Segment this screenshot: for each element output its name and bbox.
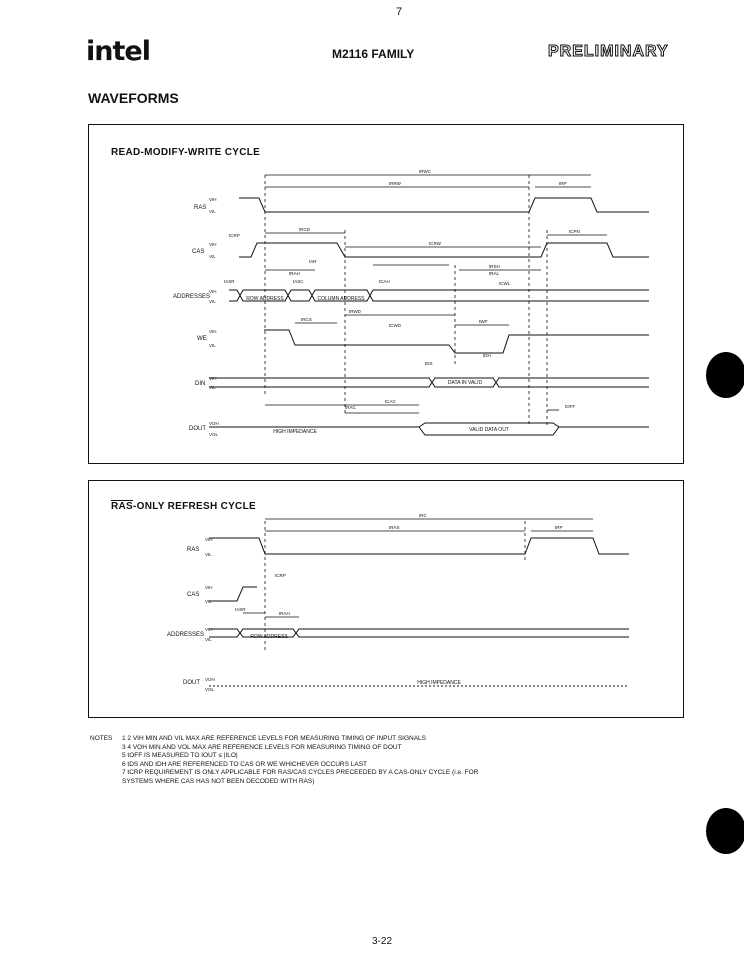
timing-label: tCWL xyxy=(499,281,511,286)
rmw-signal-addresses: ADDRESSES xyxy=(173,294,210,300)
refresh-timing-label: tRC xyxy=(419,513,428,518)
refresh-level: VIL xyxy=(205,637,212,642)
rmw-level: VIL xyxy=(209,385,216,390)
page-title: M2116 FAMILY xyxy=(332,47,415,61)
intel-logo: intel xyxy=(86,36,151,67)
ras-only-panel: RAS-ONLY REFRESH CYCLE RAS CAS ADDR xyxy=(88,480,684,718)
refresh-level: VIH xyxy=(205,585,213,590)
refresh-level: VIL xyxy=(205,552,212,557)
timing-label: tCRW xyxy=(429,241,442,246)
refresh-signal-cas: CAS xyxy=(187,592,199,598)
note-item: 3 4 VOH MIN AND VOL MAX ARE REFERENCE LE… xyxy=(122,743,402,751)
timing-label: tWP xyxy=(479,319,488,324)
refresh-level: VOL xyxy=(205,687,215,692)
rmw-level: VIL xyxy=(209,254,216,259)
rmw-level: VIH xyxy=(209,376,217,381)
timing-label: tRWD xyxy=(349,309,362,314)
timing-label: tRAC xyxy=(345,405,357,410)
timing-label: tDH xyxy=(483,353,491,358)
timing-label: tCPN xyxy=(569,229,580,234)
row-address-label: ROW ADDRESS xyxy=(246,296,284,302)
rmw-signal-we: WE xyxy=(197,336,207,342)
timing-label: tASC xyxy=(293,279,304,284)
timing-label: tAR xyxy=(309,259,317,264)
binder-hole-bottom xyxy=(706,808,744,854)
timing-label: tRCD xyxy=(299,227,311,232)
timing-label: tRRW xyxy=(389,181,402,186)
rmw-level: VIL xyxy=(209,299,216,304)
rmw-level: VIH xyxy=(209,197,217,202)
note-item: 6 tDS AND tDH ARE REFERENCED TO CAS OR W… xyxy=(122,760,367,768)
refresh-timing-label: tASR xyxy=(235,607,246,612)
rmw-level: VIH xyxy=(209,289,217,294)
timing-label: tRAL xyxy=(489,271,500,276)
timing-label: tCWD xyxy=(389,323,402,328)
rmw-signal-dout: DOUT xyxy=(189,426,206,432)
rmw-level: VIH xyxy=(209,242,217,247)
refresh-row-address-label: ROW ADDRESS xyxy=(250,634,288,640)
note-item: 7 tCRP REQUIREMENT IS ONLY APPLICABLE FO… xyxy=(122,769,479,785)
rmw-panel: READ-MODIFY-WRITE CYCLE xyxy=(88,124,684,464)
rmw-level: VIL xyxy=(209,343,216,348)
rmw-signal-ras: RAS xyxy=(194,205,206,211)
refresh-level: VOH xyxy=(205,677,215,682)
rmw-level: VIH xyxy=(209,329,217,334)
preliminary-label: PRELIMINARY xyxy=(548,43,669,61)
timing-label: tRCS xyxy=(301,317,312,322)
refresh-signal-addresses: ADDRESSES xyxy=(167,632,204,638)
timing-label: tRSH xyxy=(489,264,500,269)
page-number: 3-22 xyxy=(372,936,393,947)
refresh-signal-dout: DOUT xyxy=(183,680,200,686)
refresh-signal-ras: RAS xyxy=(187,547,199,553)
data-in-valid-label: DATA IN VALID xyxy=(448,380,483,386)
rmw-level: VOL xyxy=(209,432,219,437)
rmw-signal-cas: CAS xyxy=(192,249,204,255)
timing-label: tDS xyxy=(425,361,433,366)
rmw-timing-diagram: RAS CAS ADDRESSES WE DIN DOUT VIH VIL VI… xyxy=(173,169,649,437)
ras-only-title: RAS-ONLY REFRESH CYCLE xyxy=(111,501,256,512)
section-heading: WAVEFORMS xyxy=(88,90,179,106)
rmw-level: VOH xyxy=(209,421,219,426)
refresh-level: VIL xyxy=(205,599,212,604)
refresh-level: VIH xyxy=(205,627,213,632)
handwritten-mark: 7 xyxy=(396,6,403,18)
refresh-timing-label: tRP xyxy=(555,525,563,530)
timing-label: tOFF xyxy=(565,404,575,409)
notes-list: 1 2 VIH MIN AND VIL MAX ARE REFERENCE LE… xyxy=(90,735,510,786)
timing-label: tCRP xyxy=(229,233,240,238)
ras-only-timing-diagram: RAS CAS ADDRESSES DOUT VIH VIL VIH VIL V… xyxy=(167,513,629,692)
refresh-high-impedance-label: HIGH IMPEDANCE xyxy=(417,680,461,686)
note-item: 1 2 VIH MIN AND VIL MAX ARE REFERENCE LE… xyxy=(122,735,427,742)
refresh-timing-label: tRAS xyxy=(389,525,400,530)
refresh-timing-label: tCRP xyxy=(275,573,286,578)
refresh-timing-label: tRAH xyxy=(279,611,290,616)
column-address-label: COLUMN ADDRESS xyxy=(318,296,366,302)
notes-label: NOTES xyxy=(90,735,113,742)
timing-label: tRAH xyxy=(289,271,300,276)
notes-block: NOTES 1 2 VIH MIN AND VIL MAX ARE REFERE… xyxy=(90,735,510,786)
timing-label: tASR xyxy=(224,279,235,284)
rmw-signal-din: DIN xyxy=(195,381,205,387)
rmw-title: READ-MODIFY-WRITE CYCLE xyxy=(111,147,261,158)
rmw-level: VIL xyxy=(209,209,216,214)
timing-label: tCAC xyxy=(385,399,397,404)
refresh-level: VIH xyxy=(205,537,213,542)
timing-label: tCAH xyxy=(379,279,390,284)
note-item: 5 tOFF IS MEASURED TO IOUT ≤ |ILO| xyxy=(122,752,238,759)
valid-data-out-label: VALID DATA OUT xyxy=(469,427,509,433)
high-impedance-label: HIGH IMPEDANCE xyxy=(273,429,317,435)
timing-label: tRP xyxy=(559,181,567,186)
binder-hole-top xyxy=(706,352,744,398)
timing-label: tRWC xyxy=(419,169,432,174)
